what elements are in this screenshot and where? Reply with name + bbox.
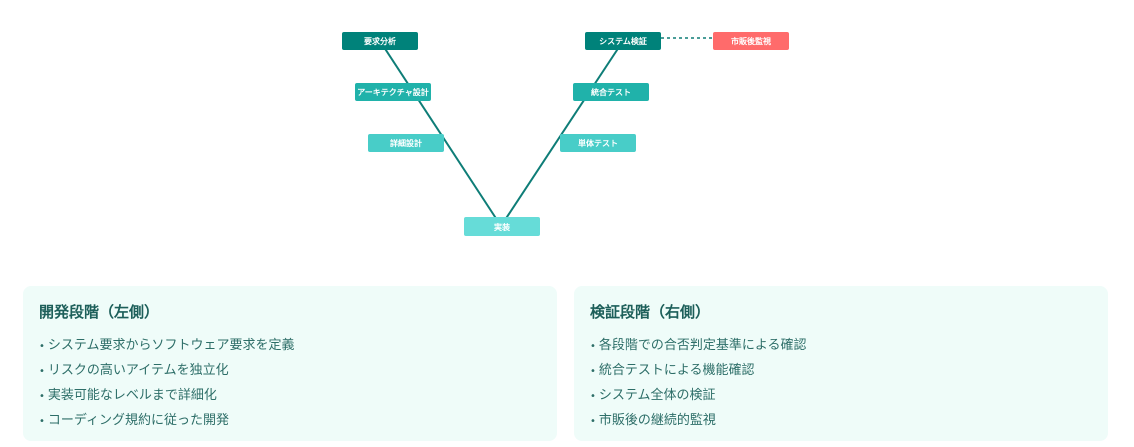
v-right-line: [500, 40, 624, 227]
node-post-market: 市販後監視: [713, 32, 789, 50]
node-unit-test-label: 単体テスト: [578, 138, 618, 148]
v-model-diagram: 要求分析 アーキテクチャ設計 詳細設計 実装 単体テスト 統合テスト システム検…: [342, 32, 789, 236]
node-unit-test: 単体テスト: [560, 134, 636, 152]
verification-phase-panel: 検証段階（右側） 各段階での合否判定基準による確認 統合テストによる機能確認 シ…: [574, 286, 1108, 441]
list-item: 市販後の継続的監視: [590, 409, 1092, 434]
verification-phase-title: 検証段階（右側）: [590, 303, 711, 321]
node-integration-test-label: 統合テスト: [591, 87, 631, 97]
node-requirements: 要求分析: [342, 32, 418, 50]
node-detailed-design-label: 詳細設計: [390, 138, 422, 148]
development-phase-list: システム要求からソフトウェア要求を定義 リスクの高いアイテムを独立化 実装可能な…: [39, 334, 541, 434]
development-phase-panel: 開発段階（左側） システム要求からソフトウェア要求を定義 リスクの高いアイテムを…: [23, 286, 557, 441]
node-architecture-label: アーキテクチャ設計: [357, 87, 428, 97]
node-system-verification: システム検証: [585, 32, 661, 50]
node-integration-test: 統合テスト: [573, 83, 649, 101]
list-item: 各段階での合否判定基準による確認: [590, 334, 1092, 359]
node-architecture: アーキテクチャ設計: [355, 83, 431, 101]
list-item: リスクの高いアイテムを独立化: [39, 359, 541, 384]
node-post-market-label: 市販後監視: [731, 36, 771, 46]
list-item: 統合テストによる機能確認: [590, 359, 1092, 384]
node-implementation: 実装: [464, 217, 540, 236]
node-system-verification-label: システム検証: [599, 36, 647, 46]
list-item: システム要求からソフトウェア要求を定義: [39, 334, 541, 359]
list-item: システム全体の検証: [590, 384, 1092, 409]
node-detailed-design: 詳細設計: [368, 134, 444, 152]
node-implementation-label: 実装: [494, 222, 510, 232]
list-item: コーディング規約に従った開発: [39, 409, 541, 434]
development-phase-title: 開発段階（左側）: [39, 303, 160, 321]
verification-phase-list: 各段階での合否判定基準による確認 統合テストによる機能確認 システム全体の検証 …: [590, 334, 1092, 434]
v-left-line: [379, 40, 502, 227]
list-item: 実装可能なレベルまで詳細化: [39, 384, 541, 409]
node-requirements-label: 要求分析: [364, 36, 396, 46]
